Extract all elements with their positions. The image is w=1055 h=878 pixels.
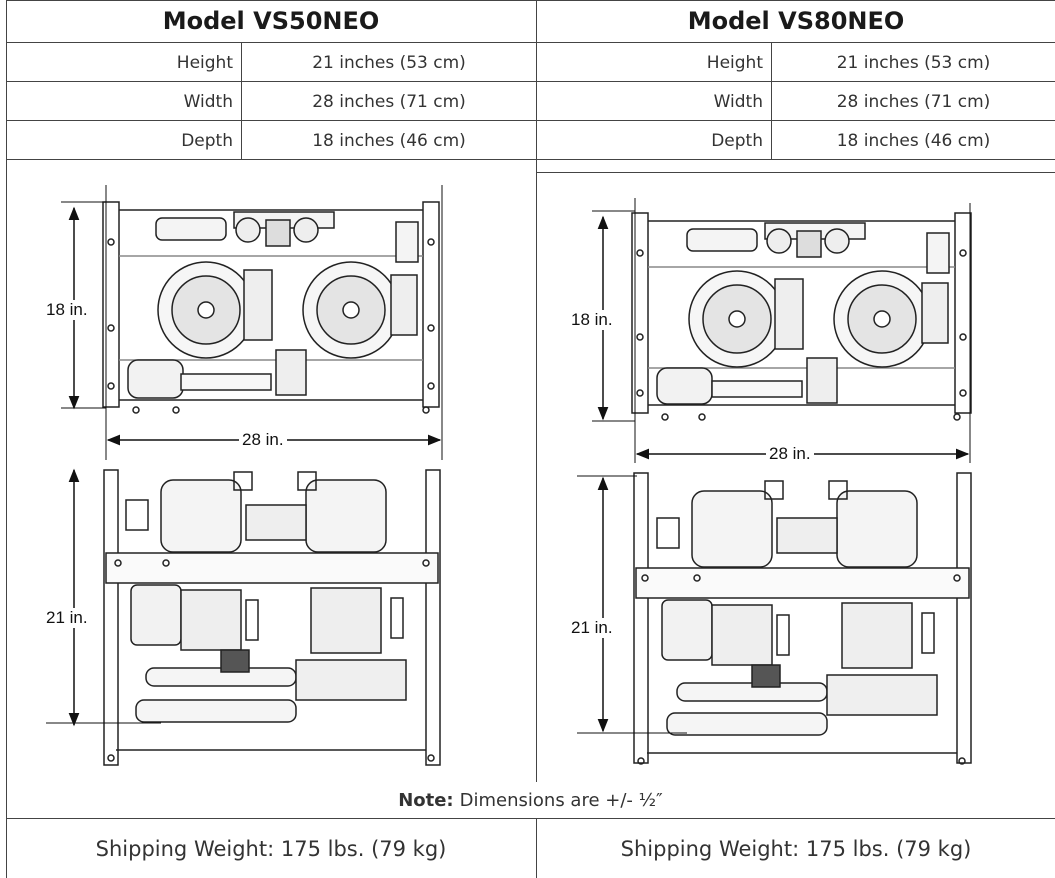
spec-label-height: Height bbox=[176, 52, 233, 73]
vs80neo-top-view bbox=[631, 212, 972, 421]
vs50neo-top-view bbox=[102, 201, 440, 414]
vs50neo-front-view bbox=[103, 469, 441, 766]
row-line bbox=[6, 159, 1055, 160]
dim-label-height: 21 in. bbox=[571, 618, 613, 638]
note-label: Note: bbox=[398, 789, 454, 811]
vs80neo-drawing bbox=[577, 198, 972, 765]
table-border-top bbox=[6, 0, 1055, 1]
dim-label-depth: 18 in. bbox=[571, 310, 613, 330]
spec-label-depth: Depth bbox=[711, 130, 763, 151]
table-divider-center bbox=[536, 0, 537, 782]
vs50neo-drawing bbox=[46, 185, 443, 766]
shipping-weight-vs80neo: Shipping Weight: 175 lbs. (79 kg) bbox=[620, 837, 972, 861]
table-divider-center-bottom bbox=[536, 818, 537, 878]
note-text: Dimensions are +/- ½″ bbox=[459, 789, 663, 811]
spec-value-depth: 18 inches (46 cm) bbox=[312, 130, 466, 151]
spec-value-depth: 18 inches (46 cm) bbox=[836, 130, 991, 151]
spec-value-width: 28 inches (71 cm) bbox=[836, 91, 991, 112]
model-title-vs80neo: Model VS80NEO bbox=[687, 7, 905, 35]
spec-label-height: Height bbox=[706, 52, 763, 73]
dim-label-width: 28 in. bbox=[239, 430, 287, 450]
spec-label-width: Width bbox=[183, 91, 233, 112]
table-border-left bbox=[6, 0, 7, 878]
row-line bbox=[6, 81, 1055, 82]
dim-label-height: 21 in. bbox=[46, 608, 88, 628]
spec-sheet: Model VS50NEO Height 21 inches (53 cm) W… bbox=[6, 0, 1055, 878]
row-line-right bbox=[536, 172, 1055, 173]
spec-value-height: 21 inches (53 cm) bbox=[836, 52, 991, 73]
col-line-right bbox=[771, 42, 772, 159]
shipping-weight-vs50neo: Shipping Weight: 175 lbs. (79 kg) bbox=[95, 837, 447, 861]
col-line-left bbox=[241, 42, 242, 159]
spec-label-depth: Depth bbox=[181, 130, 233, 151]
spec-value-height: 21 inches (53 cm) bbox=[312, 52, 466, 73]
spec-value-width: 28 inches (71 cm) bbox=[312, 91, 466, 112]
model-title-vs50neo: Model VS50NEO bbox=[162, 7, 380, 35]
tolerance-note: Note: Dimensions are +/- ½″ bbox=[6, 782, 1055, 818]
dim-label-width: 28 in. bbox=[766, 444, 814, 464]
spec-label-width: Width bbox=[713, 91, 763, 112]
row-line bbox=[6, 818, 1055, 819]
vs80neo-front-view bbox=[633, 472, 972, 765]
row-line bbox=[6, 120, 1055, 121]
dim-label-depth: 18 in. bbox=[46, 300, 88, 320]
row-line bbox=[6, 42, 1055, 43]
